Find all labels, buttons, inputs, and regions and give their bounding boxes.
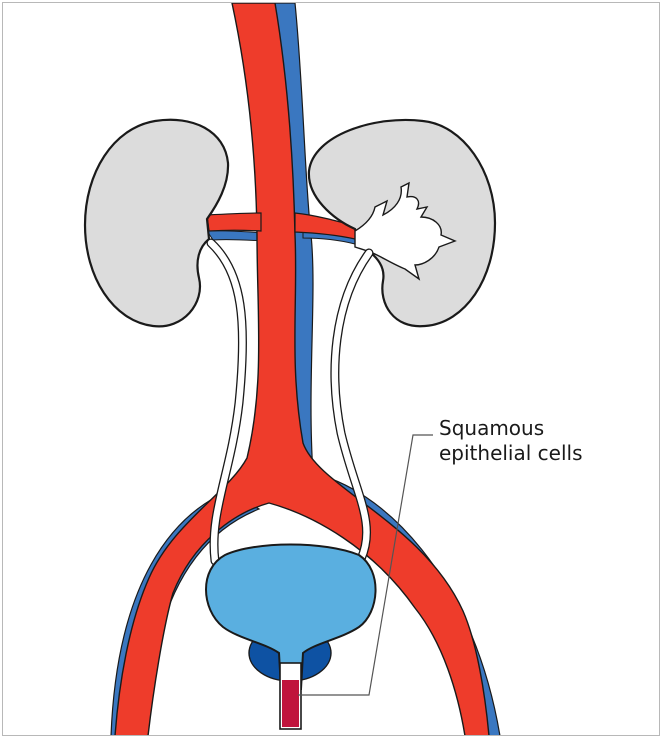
left-renal-artery bbox=[207, 213, 261, 231]
urethra-epithelium bbox=[282, 680, 299, 727]
annotation-label: Squamous epithelial cells bbox=[439, 416, 583, 466]
urinary-tract-diagram bbox=[3, 3, 660, 736]
left-kidney bbox=[85, 120, 228, 327]
annotation-line-2: epithelial cells bbox=[439, 441, 583, 466]
annotation-line-1: Squamous bbox=[439, 416, 583, 441]
